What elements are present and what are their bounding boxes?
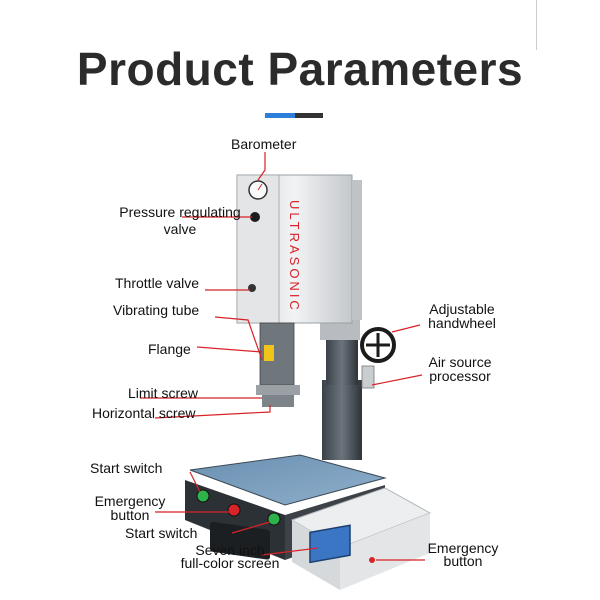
head-brand-text: ULTRASONIC bbox=[287, 200, 302, 313]
start-switch-left bbox=[196, 489, 210, 503]
machine-base-top bbox=[189, 454, 387, 506]
label-emergency-button-base: Emergency button bbox=[94, 493, 166, 523]
flange bbox=[256, 385, 300, 395]
label-start-switch-bottom: Start switch bbox=[125, 525, 198, 541]
emergency-button-red bbox=[227, 503, 241, 517]
label-air-source-processor: Air source processor bbox=[428, 354, 492, 384]
start-switch-right bbox=[267, 512, 281, 526]
label-pressure-regulating-valve: Pressure regulating valve bbox=[119, 204, 241, 237]
emergency-button-controller bbox=[369, 557, 375, 563]
title-underline-accent bbox=[265, 113, 295, 118]
label-emergency-button-controller: Emergency button bbox=[427, 540, 499, 569]
title-underline-dark bbox=[295, 113, 323, 118]
controller-box-side bbox=[340, 513, 430, 590]
label-adjustable-handwheel: Adjustable handwheel bbox=[428, 301, 496, 331]
label-throttle-valve: Throttle valve bbox=[115, 275, 200, 291]
adjustable-handwheel bbox=[360, 327, 396, 363]
label-vibrating-tube: Vibrating tube bbox=[113, 302, 200, 318]
page-title: Product Parameters bbox=[76, 43, 524, 95]
label-seven-inch-screen: Seven inch full-color screen bbox=[180, 542, 280, 571]
seven-inch-screen bbox=[309, 524, 351, 564]
air-source-processor bbox=[361, 365, 375, 389]
label-start-switch-top: Start switch bbox=[90, 460, 163, 476]
pressure-regulating-knob bbox=[250, 212, 260, 222]
label-limit-screw: Limit screw bbox=[128, 385, 199, 401]
label-flange: Flange bbox=[148, 341, 191, 357]
machine-column bbox=[322, 380, 362, 460]
label-barometer: Barometer bbox=[231, 136, 297, 152]
label-horizontal-screw: Horizontal screw bbox=[92, 405, 196, 421]
corner-divider bbox=[536, 0, 537, 50]
